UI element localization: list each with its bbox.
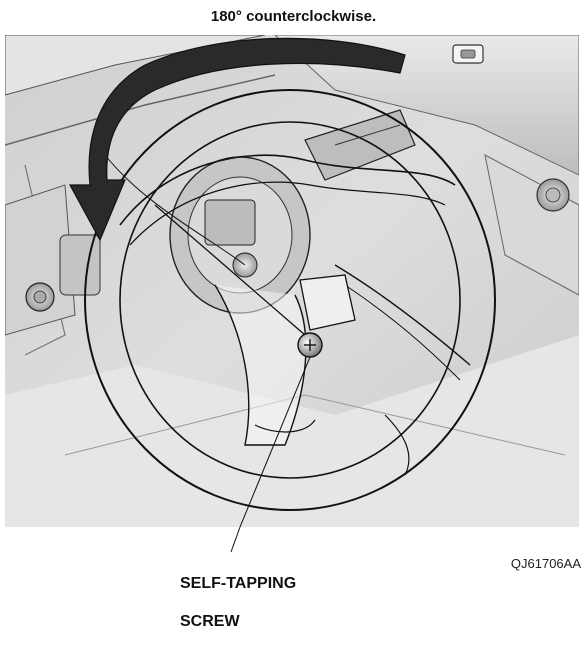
steering-wheel-removal-illustration xyxy=(5,35,579,527)
horn-pad-recess xyxy=(299,274,356,331)
wheel-spoke-upper xyxy=(119,154,456,226)
rotation-arrow xyxy=(68,37,406,242)
steering-wheel-rim-inner xyxy=(119,121,461,479)
figure-code: QJ61706AA xyxy=(510,556,581,571)
wheel-spoke-right xyxy=(334,264,471,366)
screw-callout: SELF-TAPPING SCREW xyxy=(180,555,296,650)
instrument-hood xyxy=(5,35,266,96)
dashboard-upper-right xyxy=(274,35,579,176)
wiper-stalk xyxy=(304,109,416,181)
screw-callout-line1: SELF-TAPPING xyxy=(180,575,297,592)
steering-wheel-rim-outer xyxy=(84,89,496,511)
rotation-caption: 180° counterclockwise. xyxy=(210,8,377,25)
screw-callout-line2: SCREW xyxy=(180,613,240,630)
leader-continuation xyxy=(230,526,241,553)
screw-leader-line xyxy=(239,356,311,527)
